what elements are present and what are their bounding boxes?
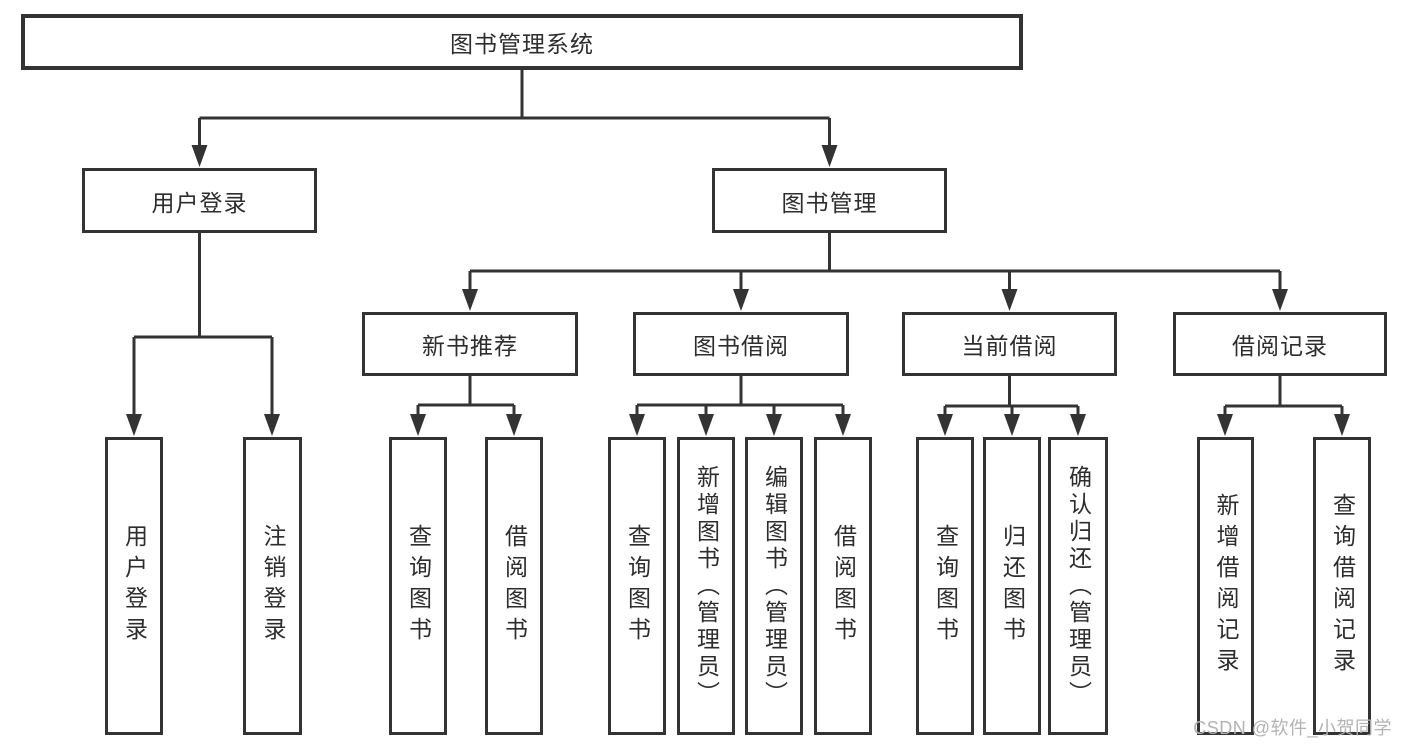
node-current-borrowing: 当前借阅 — [902, 312, 1117, 376]
node-label: 查询图书 — [932, 524, 959, 648]
node-label: 编辑图书（管理员） — [761, 464, 788, 708]
node-confirm-return-admin: 确认归还（管理员） — [1048, 437, 1108, 735]
node-label: 确认归还（管理员） — [1065, 464, 1092, 708]
node-label: 归还图书 — [999, 524, 1026, 648]
node-label: 查询图书 — [624, 524, 651, 648]
node-borrow-books-recommend: 借阅图书 — [485, 437, 543, 735]
node-query-books-current: 查询图书 — [916, 437, 974, 735]
watermark: CSDN @软件_小贺同学 — [1193, 718, 1392, 738]
node-label: 用户登录 — [151, 189, 248, 216]
node-add-books-admin: 新增图书（管理员） — [677, 437, 735, 735]
node-add-borrow-record: 新增借阅记录 — [1197, 437, 1254, 735]
node-query-books-borrowing: 查询图书 — [608, 437, 666, 735]
node-label: 借阅图书 — [501, 524, 528, 648]
node-borrowing-records: 借阅记录 — [1173, 312, 1387, 376]
node-user-login: 用户登录 — [105, 437, 163, 735]
node-borrow-books-borrowing: 借阅图书 — [814, 437, 872, 735]
node-query-borrow-record: 查询借阅记录 — [1313, 437, 1371, 735]
node-return-books: 归还图书 — [983, 437, 1041, 735]
node-library-management-system: 图书管理系统 — [21, 14, 1023, 70]
node-edit-books-admin: 编辑图书（管理员） — [745, 437, 803, 735]
node-new-book-recommend: 新书推荐 — [362, 312, 578, 376]
node-label: 图书管理 — [781, 189, 878, 216]
node-label: 图书管理系统 — [450, 31, 594, 57]
node-label: 新增借阅记录 — [1213, 493, 1239, 679]
node-label: 图书借阅 — [693, 333, 789, 359]
node-query-books-recommend: 查询图书 — [389, 437, 447, 735]
node-label: 新书推荐 — [422, 333, 518, 359]
node-label: 当前借阅 — [961, 333, 1058, 359]
node-book-management: 图书管理 — [712, 168, 947, 233]
node-label: 用户登录 — [121, 524, 148, 648]
node-label: 注销登录 — [260, 524, 286, 648]
node-user-login-group: 用户登录 — [82, 168, 317, 233]
node-label: 查询借阅记录 — [1329, 493, 1356, 679]
node-book-borrowing: 图书借阅 — [633, 312, 849, 376]
node-label: 查询图书 — [405, 524, 432, 648]
node-label: 新增图书（管理员） — [693, 464, 720, 708]
node-logout: 注销登录 — [243, 437, 302, 735]
node-label: 借阅记录 — [1232, 333, 1328, 359]
node-label: 借阅图书 — [830, 524, 857, 648]
